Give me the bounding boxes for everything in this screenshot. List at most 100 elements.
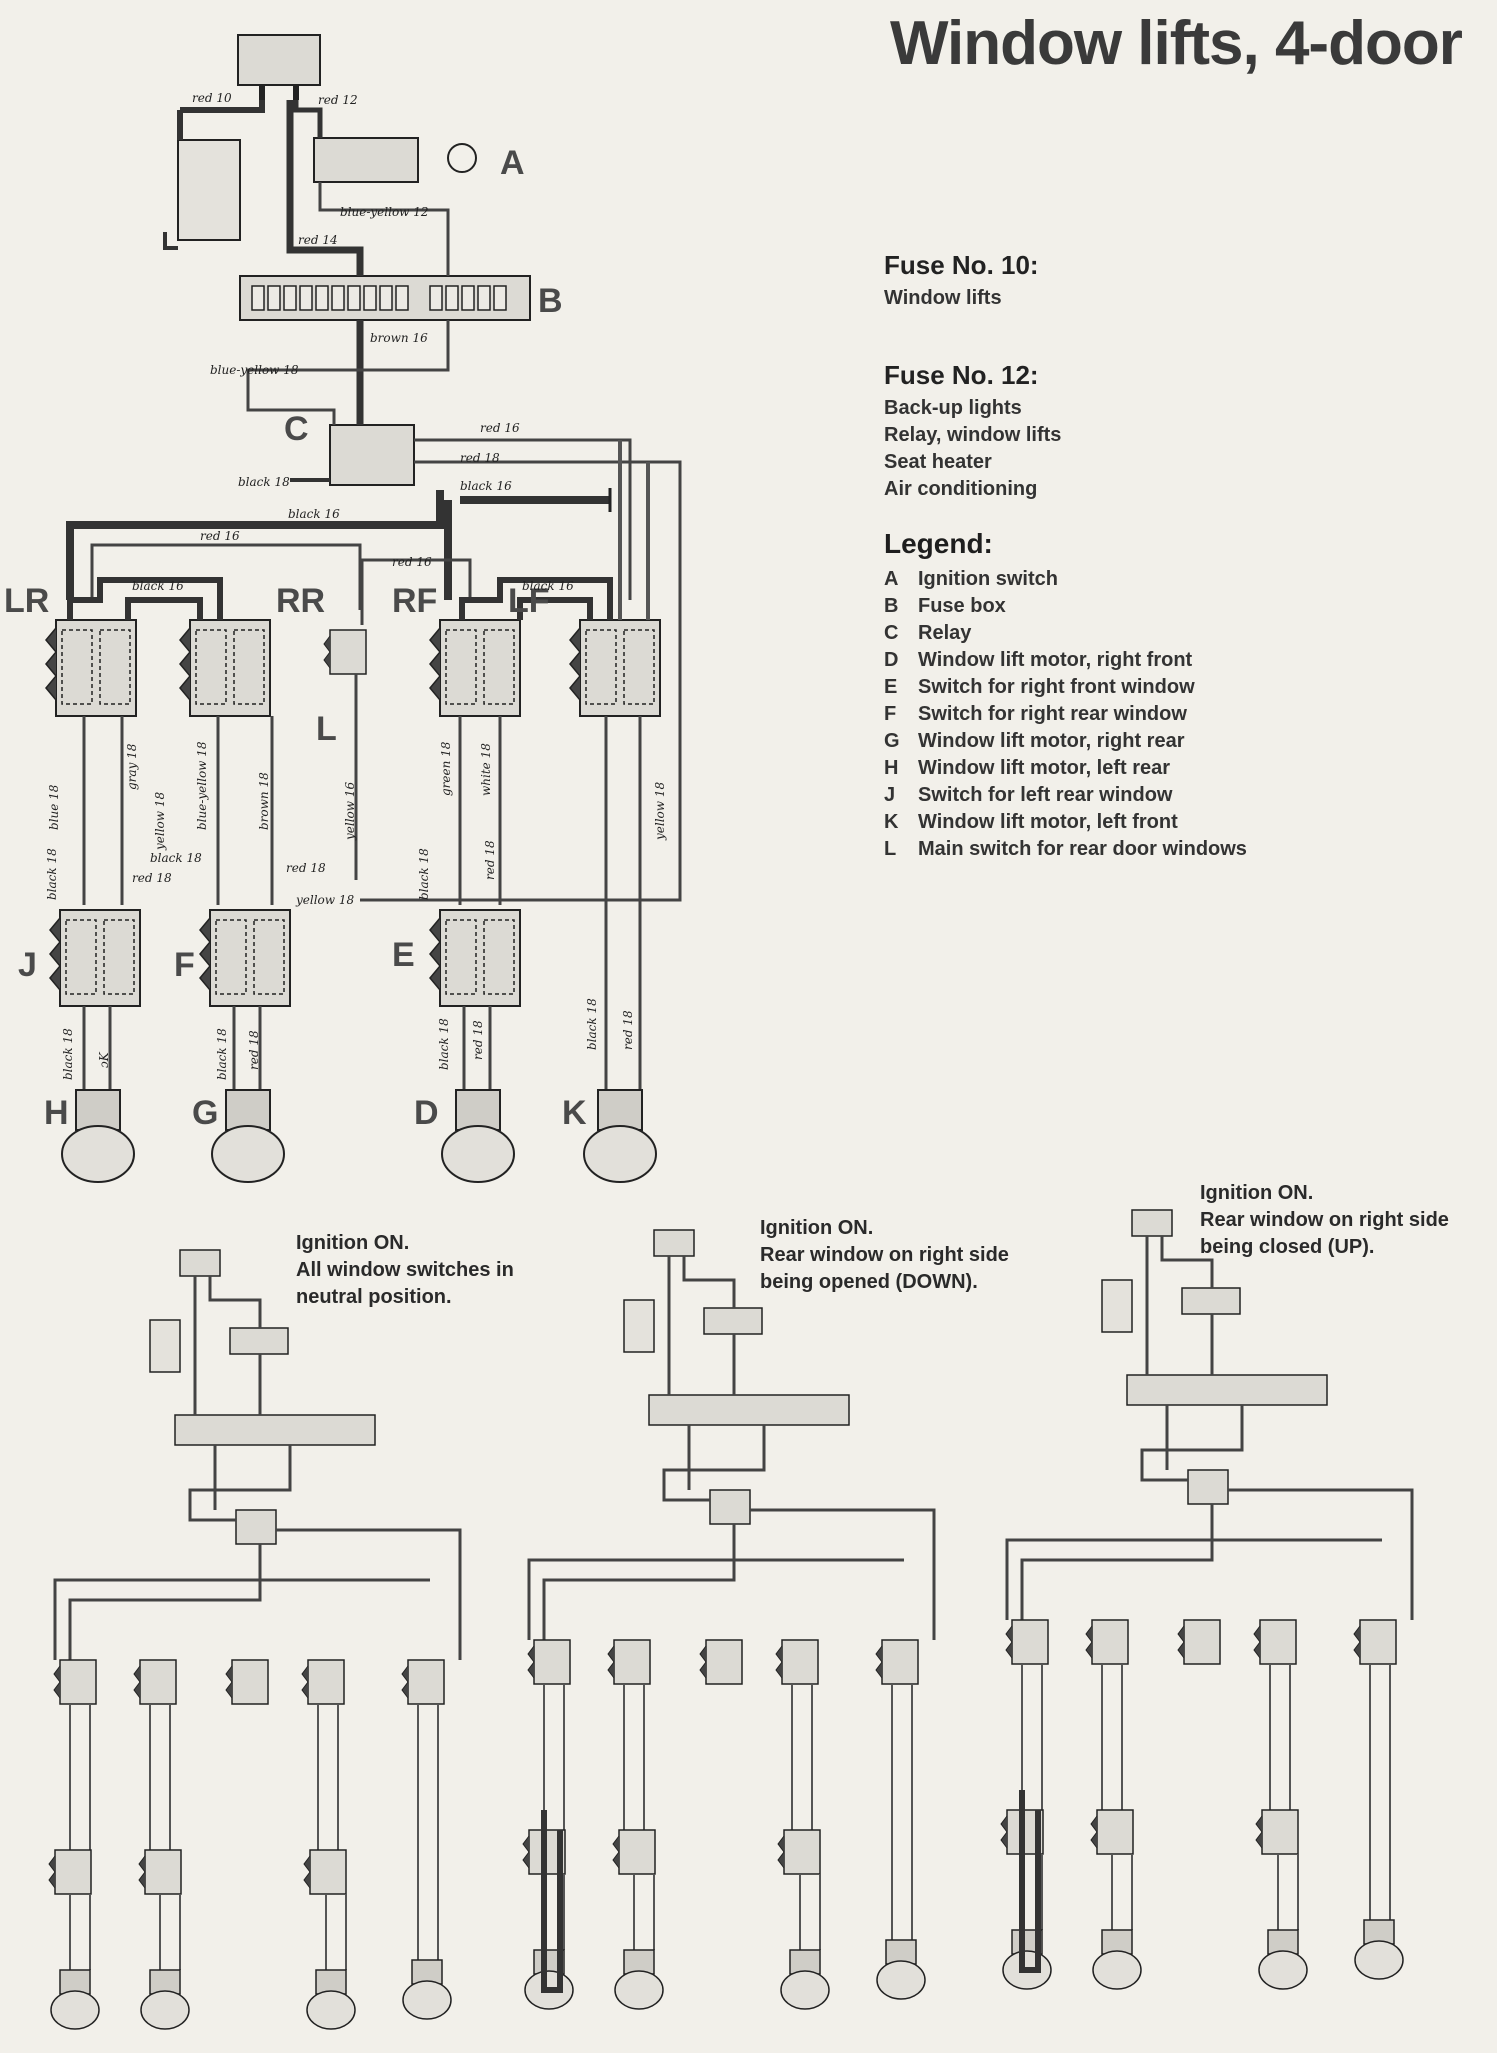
label-LF: LF bbox=[508, 582, 550, 620]
motor-k bbox=[583, 1089, 657, 1183]
wire-label: red 16 bbox=[200, 529, 240, 543]
wire-label: black 16 bbox=[522, 579, 574, 593]
wire-label: yellow 18 bbox=[153, 791, 167, 851]
wire-label: black 18 bbox=[417, 848, 431, 900]
note-line: Rear window on right side bbox=[760, 1244, 1009, 1266]
legend-text: Main switch for rear door windows bbox=[918, 838, 1247, 860]
wire-label: blue 18 bbox=[47, 784, 61, 830]
wire-label: red 16 bbox=[480, 421, 520, 435]
legend-key: A bbox=[884, 568, 899, 590]
wire-label: black 16 bbox=[460, 479, 512, 493]
label-B: B bbox=[538, 282, 563, 320]
label-C: C bbox=[284, 410, 309, 448]
state-note-down: Ignition ON. Rear window on right side b… bbox=[760, 1215, 1009, 1296]
legend-text: Relay bbox=[918, 622, 972, 644]
active-path-up bbox=[1019, 1790, 1041, 1973]
wire-label: black 18 bbox=[215, 1028, 229, 1080]
wire-label: red 18 bbox=[132, 871, 172, 885]
wire-label: ɔK bbox=[97, 1051, 111, 1068]
label-RR: RR bbox=[276, 582, 325, 620]
legend-text: Ignition switch bbox=[918, 568, 1058, 590]
wire-label: red 18 bbox=[483, 840, 497, 880]
wire-label: yellow 18 bbox=[653, 781, 667, 841]
motor-g bbox=[211, 1089, 285, 1183]
wire-label: red 18 bbox=[460, 451, 500, 465]
wire-label: blue-yellow 18 bbox=[210, 363, 299, 377]
legend-key: F bbox=[884, 703, 897, 725]
fuse-12-block: Fuse No. 12: Back-up lights Relay, windo… bbox=[884, 360, 1061, 503]
switch-lr bbox=[45, 619, 137, 717]
legend-text: Switch for right rear window bbox=[918, 703, 1187, 725]
note-line: Ignition ON. bbox=[296, 1232, 410, 1254]
label-K: K bbox=[562, 1094, 587, 1132]
wire-label: black 16 bbox=[288, 507, 340, 521]
legend-item: D Window lift motor, right front bbox=[884, 647, 1247, 674]
fuse-12-item: Seat heater bbox=[884, 451, 992, 473]
legend-key: H bbox=[884, 757, 899, 779]
note-line: being opened (DOWN). bbox=[760, 1271, 978, 1293]
legend-key: C bbox=[884, 622, 899, 644]
label-G: G bbox=[192, 1094, 218, 1132]
active-path-down bbox=[541, 1810, 563, 1993]
legend-key: G bbox=[884, 730, 900, 752]
switch-rf bbox=[429, 619, 521, 717]
label-L: L bbox=[316, 710, 337, 748]
label-H: H bbox=[44, 1094, 69, 1132]
motor-h bbox=[61, 1089, 135, 1183]
state-note-neutral: Ignition ON. All window switches in neut… bbox=[296, 1230, 514, 1311]
label-LR: LR bbox=[4, 582, 49, 620]
legend-text: Window lift motor, right front bbox=[918, 649, 1193, 671]
note-line: being closed (UP). bbox=[1200, 1236, 1375, 1258]
fuse-12-heading: Fuse No. 12: bbox=[884, 360, 1039, 390]
legend-item: A Ignition switch bbox=[884, 566, 1247, 593]
wire-label: black 18 bbox=[61, 1028, 75, 1080]
state-diagram-down bbox=[523, 1230, 934, 2009]
fuse-12-item: Air conditioning bbox=[884, 478, 1038, 500]
fuse-10-item: Window lifts bbox=[884, 287, 1002, 309]
note-line: neutral position. bbox=[296, 1286, 452, 1308]
wire-label: yellow 16 bbox=[343, 781, 357, 841]
switch-rr bbox=[179, 619, 271, 717]
wire-label: red 18 bbox=[247, 1030, 261, 1070]
legend-item: J Switch for left rear window bbox=[884, 782, 1247, 809]
main-rear-switch bbox=[323, 629, 367, 675]
legend-text: Window lift motor, left front bbox=[918, 811, 1178, 833]
wire-label: blue-yellow 18 bbox=[195, 741, 209, 830]
legend-text: Window lift motor, left rear bbox=[918, 757, 1171, 779]
wire-label: gray 18 bbox=[125, 743, 139, 790]
legend-key: J bbox=[884, 784, 896, 806]
label-D: D bbox=[414, 1094, 439, 1132]
state-note-up: Ignition ON. Rear window on right side b… bbox=[1200, 1180, 1449, 1261]
relay bbox=[329, 424, 415, 486]
switch-f bbox=[199, 909, 291, 1007]
battery bbox=[177, 139, 241, 241]
label-F: F bbox=[174, 946, 195, 984]
legend-text: Window lift motor, right rear bbox=[918, 730, 1185, 752]
note-line: Ignition ON. bbox=[760, 1217, 874, 1239]
wire-label: black 16 bbox=[132, 579, 184, 593]
legend-item: F Switch for right rear window bbox=[884, 701, 1247, 728]
legend-key: D bbox=[884, 649, 899, 671]
ignition-switch bbox=[313, 137, 419, 183]
fuse-10-block: Fuse No. 10: Window lifts bbox=[884, 250, 1039, 312]
wire-label: red 18 bbox=[286, 861, 326, 875]
wire-label: brown 18 bbox=[257, 772, 271, 830]
state-diagram-neutral bbox=[48, 1249, 462, 2030]
legend-text: Switch for left rear window bbox=[918, 784, 1173, 806]
legend-item: G Window lift motor, right rear bbox=[884, 728, 1247, 755]
page-title: Window lifts, 4-door bbox=[890, 9, 1463, 78]
wire-label: red 14 bbox=[298, 233, 338, 247]
wire-label: blue-yellow 12 bbox=[340, 205, 429, 219]
legend-item: H Window lift motor, left rear bbox=[884, 755, 1247, 782]
wire-label: red 10 bbox=[192, 91, 232, 105]
wire-label: brown 16 bbox=[370, 331, 428, 345]
switch-e bbox=[429, 909, 521, 1007]
motor-d bbox=[441, 1089, 515, 1183]
wire-label: red 12 bbox=[318, 93, 358, 107]
legend-key: B bbox=[884, 595, 899, 617]
wire-label: red 18 bbox=[471, 1020, 485, 1060]
switch-lf bbox=[569, 619, 661, 717]
